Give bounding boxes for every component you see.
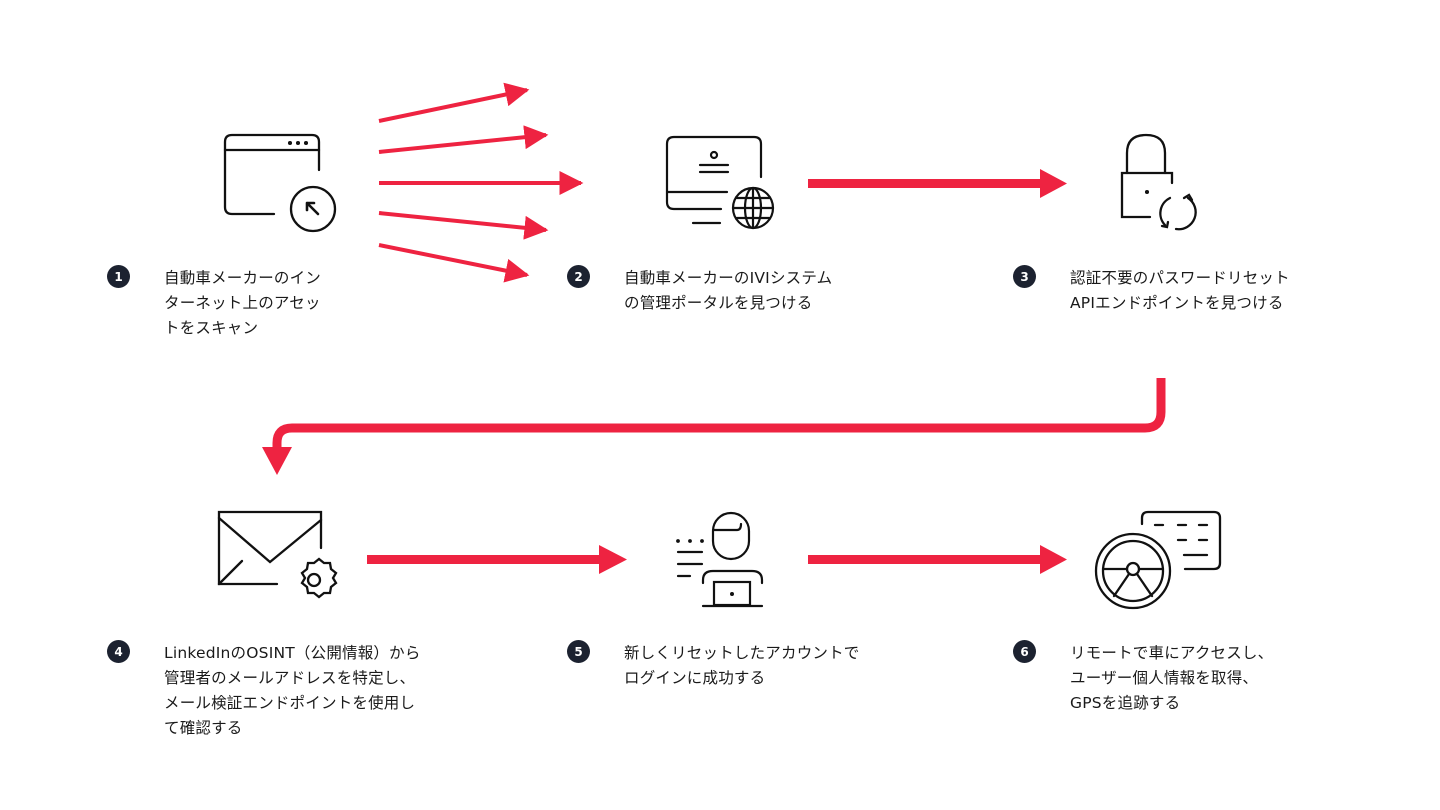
mail-settings-icon xyxy=(217,510,338,599)
browser-cursor-icon xyxy=(223,133,337,233)
step-number-badge: 5 xyxy=(567,640,590,663)
step-number-badge: 2 xyxy=(567,265,590,288)
step-description: 認証不要のパスワードリセット APIエンドポイントを見つける xyxy=(1070,269,1290,312)
arrow-4-to-5 xyxy=(367,545,627,574)
lock-reset-icon xyxy=(1120,133,1197,231)
step-5: 5 新しくリセットしたアカウントで ログインに成功する xyxy=(567,640,860,691)
fan-arrow-4 xyxy=(378,211,549,240)
step-description: LinkedInのOSINT（公開情報）から 管理者のメールアドレスを特定し、 … xyxy=(164,644,421,737)
steering-wheel-dashboard-icon xyxy=(1094,510,1222,610)
step-description: リモートで車にアクセスし、 ユーザー個人情報を取得、 GPSを追跡する xyxy=(1070,644,1274,712)
step-2: 2 自動車メーカーのIVIシステム の管理ポータルを見つける xyxy=(567,265,833,316)
step-description: 自動車メーカーのイン ターネット上のアセッ トをスキャン xyxy=(164,269,322,337)
step-description: 自動車メーカーのIVIシステム の管理ポータルを見つける xyxy=(624,269,833,312)
step-number-badge: 6 xyxy=(1013,640,1036,663)
arrow-5-to-6 xyxy=(808,545,1067,574)
step-1: 1 自動車メーカーのイン ターネット上のアセッ トをスキャン xyxy=(107,265,322,341)
user-laptop-icon xyxy=(676,511,764,608)
arrow-2-to-3 xyxy=(808,169,1067,198)
step-4: 4 LinkedInのOSINT（公開情報）から 管理者のメールアドレスを特定し… xyxy=(107,640,421,741)
fan-arrow-2 xyxy=(378,125,549,154)
step-3: 3 認証不要のパスワードリセット APIエンドポイントを見つける xyxy=(1013,265,1290,316)
step-number-badge: 3 xyxy=(1013,265,1036,288)
step-number-badge: 1 xyxy=(107,265,130,288)
arrow-3-to-4 xyxy=(262,378,1166,475)
fan-arrow-5 xyxy=(378,243,530,283)
step-number-badge: 4 xyxy=(107,640,130,663)
fan-arrow-1 xyxy=(378,82,530,123)
portal-globe-icon xyxy=(665,135,775,230)
step-6: 6 リモートで車にアクセスし、 ユーザー個人情報を取得、 GPSを追跡する xyxy=(1013,640,1274,716)
step-description: 新しくリセットしたアカウントで ログインに成功する xyxy=(624,644,860,687)
scan-fan-arrows xyxy=(378,82,584,283)
